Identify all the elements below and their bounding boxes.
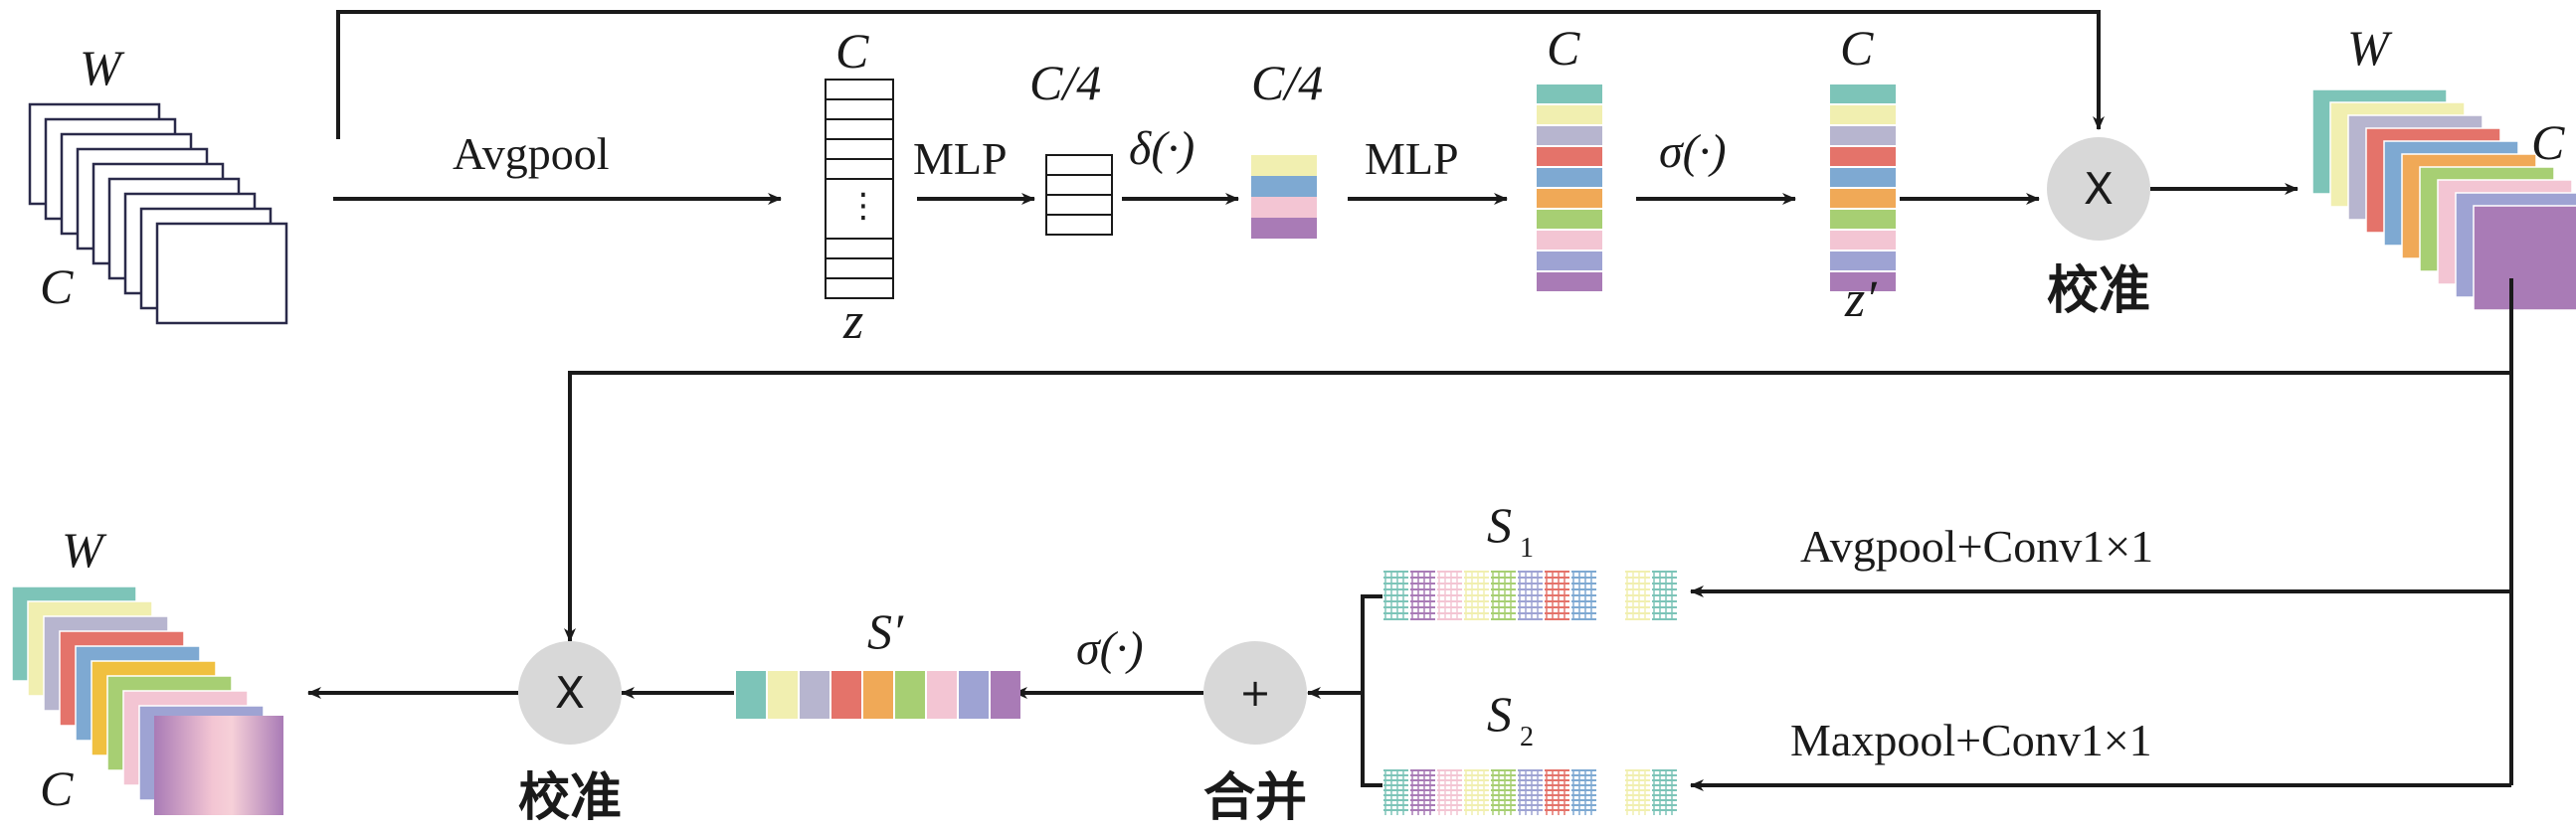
vector-cell (825, 257, 894, 279)
vector-cell (1537, 84, 1602, 103)
output-c-label-bottom: C (40, 760, 74, 816)
zprime-bottom-label: z′ (1844, 271, 1878, 328)
calibrated-feature-stack (2311, 88, 2576, 311)
vector-cell (1045, 174, 1113, 196)
sigma-label-top: σ(·) (1659, 125, 1727, 178)
s2-vector (1382, 768, 1678, 816)
vector-cell (825, 118, 894, 140)
vector-cell (768, 671, 798, 719)
c4b-label: C/4 (1251, 55, 1323, 110)
s2-sub: 2 (1520, 722, 1534, 752)
c4a-label: C/4 (1029, 55, 1101, 110)
zprime-top-label: C (1840, 20, 1874, 76)
feature-map (2473, 205, 2576, 311)
s2-path-label: Maxpool+Conv1×1 (1790, 715, 2152, 765)
multiply-icon-bottom: X (555, 668, 585, 719)
vector-cell (1537, 168, 1602, 187)
s1-sub: 1 (1520, 533, 1534, 564)
vector-cell (1537, 272, 1602, 291)
c4-colored-vector (1251, 155, 1317, 239)
vector-cell (1045, 214, 1113, 236)
vector-cell (1251, 218, 1317, 239)
vector-cell (991, 671, 1020, 719)
s1-vector (1382, 570, 1678, 621)
vector-cell (800, 671, 829, 719)
calibrate-label-bottom: 校准 (518, 768, 622, 828)
z-dots: ⋮ (846, 186, 880, 226)
z-bottom-label: z (842, 293, 863, 350)
vector-cell (1830, 84, 1896, 103)
z-top-label: C (835, 23, 869, 79)
vector-cell (1830, 272, 1896, 291)
final-output-stack (11, 585, 283, 815)
vector-cell (825, 238, 894, 259)
vector-cell (825, 158, 894, 180)
feature-map (154, 716, 283, 815)
vector-cell (1830, 126, 1896, 145)
vector-cell (1830, 210, 1896, 229)
multiply-node-top (2047, 137, 2150, 241)
vector-cell (895, 671, 925, 719)
skip-connection-bottom (564, 371, 2511, 642)
add-node (1203, 641, 1307, 745)
add-icon: + (1239, 671, 1271, 715)
vector-cell (1830, 231, 1896, 250)
vector-cell (736, 671, 766, 719)
sigma-label-bottom: σ(·) (1076, 622, 1144, 675)
zprime-vector (1830, 84, 1896, 291)
c4-white-vector (1045, 154, 1113, 236)
skip-connection-top (336, 10, 2105, 139)
vector-cell (1537, 251, 1602, 270)
delta-label: δ(·) (1129, 122, 1195, 175)
sprime-vector (736, 671, 1020, 719)
multiply-icon: X (2084, 164, 2114, 215)
output-w-label-bottom: W (62, 522, 107, 578)
vector-cell (1045, 194, 1113, 216)
merge-connector (1361, 594, 1382, 787)
vector-cell (1830, 189, 1896, 208)
vector-cell (1045, 154, 1113, 176)
multiply-node-bottom (518, 641, 622, 745)
output-w-label-top: W (2347, 20, 2393, 76)
vector-cell (1251, 155, 1317, 176)
vector-cell (1537, 126, 1602, 145)
vector-cell (1830, 168, 1896, 187)
vector-cell (1251, 176, 1317, 197)
z-vector (825, 79, 894, 299)
vector-cell (863, 671, 893, 719)
vector-cell (825, 98, 894, 120)
vector-cell (959, 671, 989, 719)
vector-cell (1830, 105, 1896, 124)
input-w-label: W (80, 40, 125, 95)
output-c-label-top: C (2531, 114, 2565, 170)
vector-cell (1537, 105, 1602, 124)
c-colored-vector (1537, 84, 1602, 291)
vector-cell (1830, 147, 1896, 166)
mlp1-label: MLP (913, 133, 1008, 184)
mlp2-label: MLP (1365, 133, 1459, 184)
c-mid-label: C (1547, 20, 1580, 76)
calibrate-label-top: 校准 (2047, 261, 2150, 321)
vector-cell (927, 671, 957, 719)
feature-map (155, 222, 288, 325)
s1-path-label: Avgpool+Conv1×1 (1800, 521, 2153, 572)
input-feature-stack (28, 102, 288, 325)
vector-cell (831, 671, 861, 719)
merge-label: 合并 (1203, 768, 1307, 828)
vector-cell (1537, 189, 1602, 208)
vector-cell (1537, 210, 1602, 229)
sprime-label: S′ (867, 603, 904, 659)
s1-label: S (1487, 497, 1512, 553)
vector-cell (1830, 251, 1896, 270)
vector-cell (825, 138, 894, 160)
vector-cell (1537, 231, 1602, 250)
vector-cell (825, 79, 894, 100)
avgpool-label: Avgpool (453, 128, 610, 179)
vector-cell (1251, 197, 1317, 218)
input-c-label: C (40, 258, 74, 314)
s2-label: S (1487, 686, 1512, 742)
vector-cell (825, 277, 894, 299)
vector-cell (1537, 147, 1602, 166)
